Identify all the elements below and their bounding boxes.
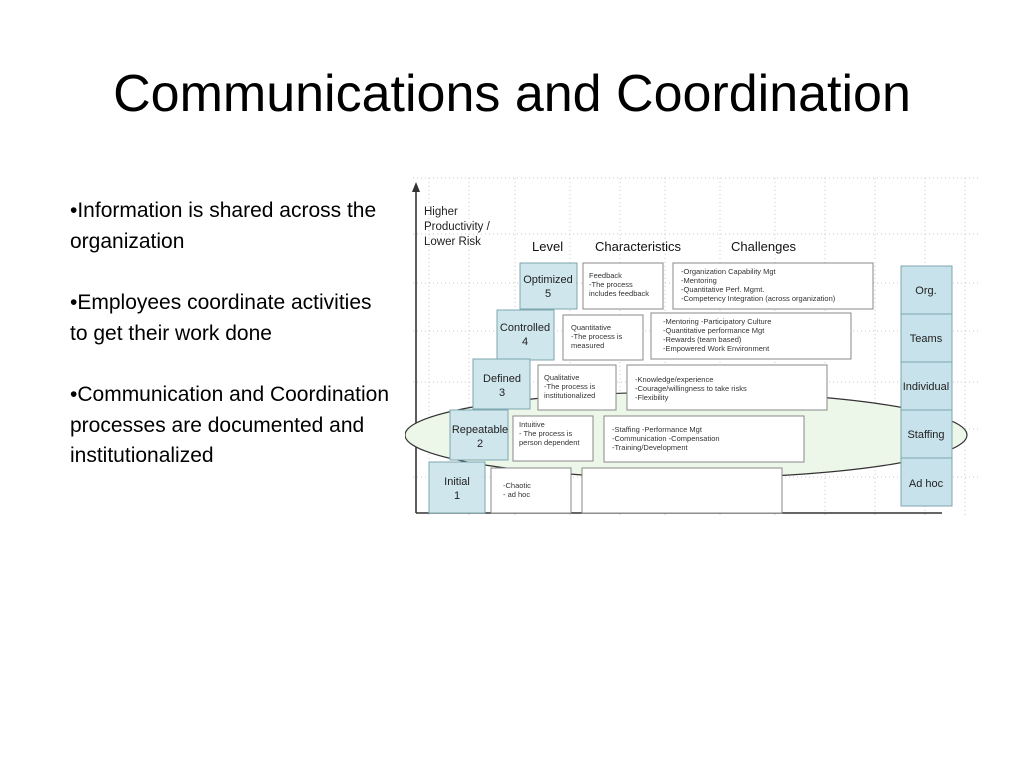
category-box-teams bbox=[900, 313, 953, 363]
challenge-line: -Knowledge/experience bbox=[635, 375, 713, 384]
challenge-line: -Communication -Compensation bbox=[612, 434, 720, 443]
challenge-line: -Organization Capability Mgt bbox=[681, 267, 777, 276]
slide-title: Communications and Coordination bbox=[113, 65, 911, 123]
level-row-optimized: Optimized 5 Feedback -The process includ… bbox=[519, 262, 874, 310]
header-level: Level bbox=[532, 239, 563, 254]
challenge-line: -Quantitative Perf. Mgmt. bbox=[681, 285, 764, 294]
challenges-box-repeatable bbox=[603, 415, 805, 463]
maturity-diagram: Higher Productivity / Lower Risk Level C… bbox=[405, 170, 985, 525]
char-line: Intuitive bbox=[519, 420, 545, 429]
level-name-defined: Defined bbox=[483, 373, 521, 385]
challenge-line: -Rewards (team based) bbox=[663, 335, 742, 344]
category-label-staffing: Staffing bbox=[907, 429, 944, 441]
level-num-repeatable: 2 bbox=[477, 438, 483, 450]
category-box-org bbox=[900, 265, 953, 315]
level-box-defined bbox=[472, 358, 531, 410]
challenges-box-defined bbox=[626, 364, 828, 411]
char-line: -Chaotic bbox=[503, 481, 531, 490]
level-box-initial bbox=[428, 461, 486, 514]
challenge-line: -Competency Integration (across organiza… bbox=[681, 294, 836, 303]
category-box-individual bbox=[900, 361, 953, 411]
level-row-repeatable: Repeatable 2 Intuitive - The process is … bbox=[449, 409, 805, 463]
category-box-adhoc bbox=[900, 457, 953, 507]
char-line: person dependent bbox=[519, 438, 580, 447]
level-box-controlled bbox=[496, 309, 555, 361]
characteristics-box-optimized bbox=[582, 262, 664, 310]
level-row-controlled: Controlled 4 Quantitative -The process i… bbox=[496, 309, 852, 361]
challenges-box-optimized bbox=[672, 262, 874, 310]
challenge-line: -Courage/willingness to take risks bbox=[635, 384, 747, 393]
level-num-optimized: 5 bbox=[545, 288, 551, 300]
level-num-controlled: 4 bbox=[522, 336, 528, 348]
axis-label: Higher Productivity / Lower Risk bbox=[424, 206, 491, 248]
challenge-line: -Flexibility bbox=[635, 393, 669, 402]
char-line: - The process is bbox=[519, 429, 572, 438]
challenge-line: -Mentoring -Participatory Culture bbox=[663, 317, 771, 326]
axis-label-line-1: Higher bbox=[424, 206, 458, 218]
header-characteristics: Characteristics bbox=[595, 239, 681, 254]
category-label-individual: Individual bbox=[903, 381, 949, 393]
level-box-repeatable bbox=[449, 409, 509, 461]
axis-arrow-icon bbox=[412, 182, 420, 192]
challenge-line: -Empowered Work Environment bbox=[663, 344, 770, 353]
level-name-controlled: Controlled bbox=[500, 322, 550, 334]
challenges-box-initial bbox=[581, 467, 783, 514]
bullet-item-2: •Employees coordinate activities to get … bbox=[70, 291, 372, 345]
challenge-line: -Training/Development bbox=[612, 443, 689, 452]
level-num-defined: 3 bbox=[499, 387, 505, 399]
category-column: Org. Teams Individual Staffing Ad hoc bbox=[900, 265, 953, 507]
challenge-line: -Mentoring bbox=[681, 276, 717, 285]
characteristics-box-defined bbox=[537, 364, 617, 411]
challenges-box-controlled bbox=[650, 312, 852, 360]
level-name-optimized: Optimized bbox=[523, 274, 573, 286]
maturity-diagram-svg: Higher Productivity / Lower Risk Level C… bbox=[405, 177, 980, 515]
char-line: - ad hoc bbox=[503, 490, 530, 499]
level-num-initial: 1 bbox=[454, 490, 460, 502]
category-box-staffing bbox=[900, 409, 953, 459]
level-row-initial: Initial 1 -Chaotic - ad hoc bbox=[428, 461, 783, 514]
level-name-initial: Initial bbox=[444, 476, 470, 488]
level-box-optimized bbox=[519, 262, 578, 310]
category-label-teams: Teams bbox=[910, 333, 943, 345]
level-name-repeatable: Repeatable bbox=[452, 424, 508, 436]
header-challenges: Challenges bbox=[731, 239, 797, 254]
challenge-line: -Staffing -Performance Mgt bbox=[612, 425, 703, 434]
char-line: Qualitative bbox=[544, 373, 579, 382]
char-line: Quantitative bbox=[571, 323, 611, 332]
bullet-item-1: •Information is shared across the organi… bbox=[70, 199, 377, 253]
axis-label-line-3: Lower Risk bbox=[424, 236, 481, 248]
char-line: -The process is bbox=[571, 332, 623, 341]
axis-label-line-2: Productivity / bbox=[424, 221, 491, 233]
characteristics-box-initial bbox=[490, 467, 572, 514]
bullet-item-3: •Communication and Coordination processe… bbox=[70, 383, 390, 467]
characteristics-box-repeatable bbox=[512, 415, 594, 462]
category-label-org: Org. bbox=[915, 285, 936, 297]
char-line: Feedback bbox=[589, 271, 622, 280]
char-line: -The process bbox=[589, 280, 633, 289]
char-line: -The process is bbox=[544, 382, 596, 391]
bullet-list: •Information is shared across the organi… bbox=[70, 196, 390, 503]
char-line: measured bbox=[571, 341, 604, 350]
challenge-line: -Quantitative performance Mgt bbox=[663, 326, 765, 335]
char-line: institutionalized bbox=[544, 391, 595, 400]
category-label-adhoc: Ad hoc bbox=[909, 478, 944, 490]
level-row-defined: Defined 3 Qualitative -The process is in… bbox=[472, 358, 828, 411]
char-line: includes feedback bbox=[589, 289, 649, 298]
characteristics-box-controlled bbox=[562, 314, 644, 361]
